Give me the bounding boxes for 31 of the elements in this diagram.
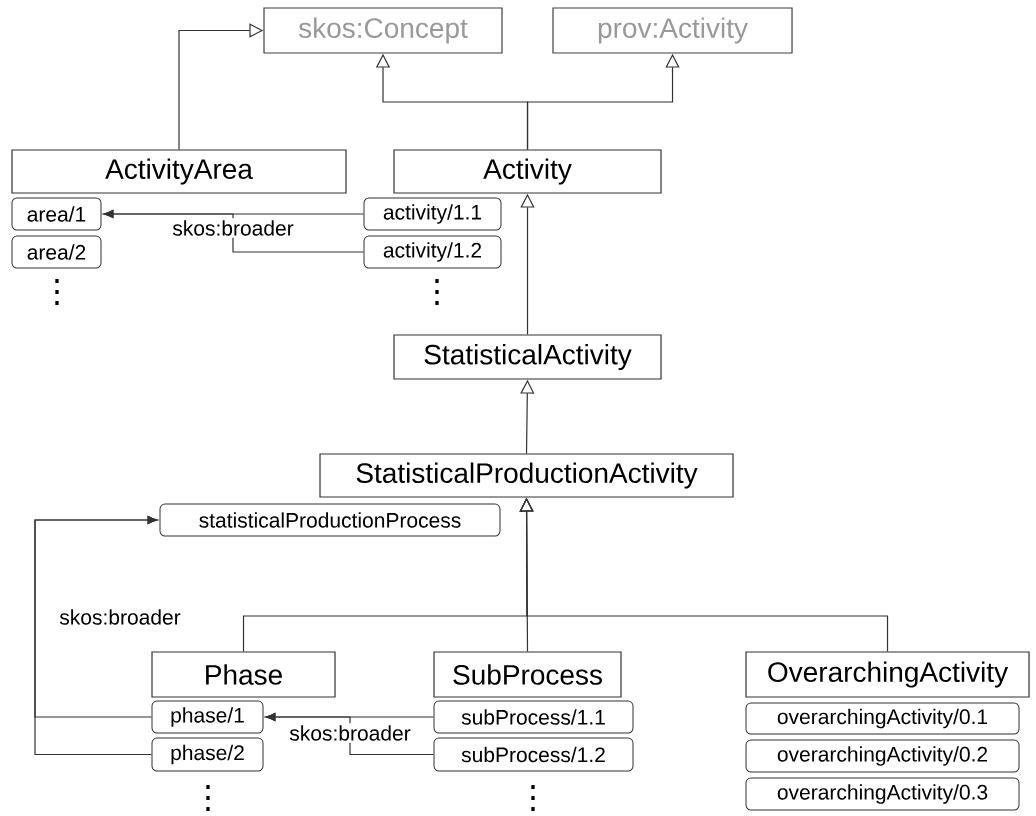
instance-box: area/2 (11, 235, 102, 269)
instance-box: phase/2 (151, 737, 264, 772)
class-box: skos:Concept (263, 7, 503, 54)
ellipsis-dots: ⋮ (206, 785, 210, 811)
instance-box: phase/1 (151, 700, 264, 734)
instance-box: overarchingActivity/0.3 (745, 777, 1020, 811)
class-box: prov:Activity (552, 7, 793, 54)
class-box: SubProcess (433, 651, 622, 698)
class-box: OverarchingActivity (745, 651, 1030, 698)
edge-label: skos:broader (170, 218, 296, 238)
instance-box: subProcess/1.2 (433, 737, 634, 772)
edge-label: skos:broader (287, 723, 413, 743)
instance-box: overarchingActivity/0.1 (745, 702, 1020, 735)
instance-box: area/1 (11, 197, 102, 231)
class-box: StatisticalActivity (393, 334, 662, 380)
instance-box: overarchingActivity/0.2 (745, 739, 1020, 773)
broader-arrow (34, 515, 158, 756)
class-box: Phase (151, 651, 336, 698)
class-box: ActivityArea (11, 149, 347, 194)
class-box: StatisticalProductionActivity (319, 453, 734, 498)
ellipsis-dots: ⋮ (55, 279, 59, 305)
ellipsis-dots: ⋮ (531, 785, 535, 811)
broader-arrow (103, 209, 365, 253)
instance-box: statisticalProductionProcess (159, 503, 501, 537)
instance-box: activity/1.1 (363, 197, 502, 231)
class-box: Activity (393, 149, 662, 194)
broader-arrow (265, 712, 435, 756)
instance-box: subProcess/1.1 (433, 700, 634, 734)
ellipsis-dots: ⋮ (435, 279, 439, 305)
edge-label: skos:broader (57, 607, 183, 627)
instance-box: activity/1.2 (363, 235, 502, 269)
